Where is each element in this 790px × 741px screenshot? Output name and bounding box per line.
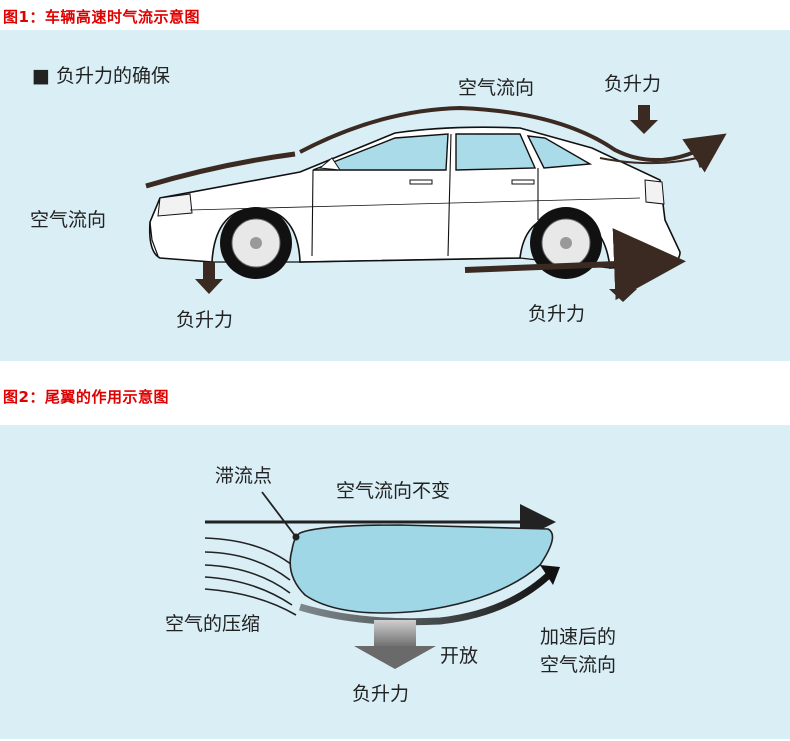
figure1-subtitle: ■ 负升力的确保 — [32, 65, 170, 87]
car-illustration — [148, 126, 681, 279]
figure2-panel: 滞流点 空气流向不变 空气的压缩 开放 负升力 加速后的 空气流向 — [0, 425, 790, 739]
opening-label: 开放 — [440, 645, 478, 667]
compression-lines — [204, 537, 297, 616]
downforce-label-rear: 负升力 — [528, 303, 585, 325]
stagnation-point-label: 滞流点 — [215, 465, 272, 487]
figure2-caption: 图2：尾翼的作用示意图 — [3, 388, 169, 406]
downforce-label-top: 负升力 — [604, 73, 661, 95]
car-airflow-diagram: ■ 负升力的确保 — [30, 65, 727, 331]
stagnation-pointer-line — [261, 491, 297, 538]
accelerated-airflow-arrow — [298, 569, 555, 626]
figure1-panel: ■ 负升力的确保 — [0, 30, 790, 361]
accelerated-airflow-arrowhead — [540, 565, 560, 585]
downforce-arrow-front — [195, 262, 223, 294]
airflow-rear-arrow — [599, 149, 716, 169]
airflow-hood-arrow — [145, 151, 296, 189]
airflow-label-front: 空气流向 — [30, 209, 106, 231]
airflow-roof-arrow — [299, 105, 727, 173]
downforce-arrow-rear — [609, 274, 637, 302]
accelerated-airflow-label-line2: 空气流向 — [540, 654, 616, 676]
downforce-arrow — [354, 620, 436, 669]
downforce-label: 负升力 — [352, 683, 409, 705]
downforce-arrow-top — [630, 105, 658, 134]
front-wheel — [220, 207, 292, 279]
airflow-unchanged-label: 空气流向不变 — [336, 480, 450, 502]
downforce-label-front: 负升力 — [176, 309, 233, 331]
figure1-caption: 图1：车辆高速时气流示意图 — [3, 8, 200, 26]
rear-wing-profile — [289, 524, 554, 614]
stagnation-point-dot — [292, 533, 300, 541]
airflow-label-top: 空气流向 — [458, 77, 534, 99]
wing-airflow-diagram: 滞流点 空气流向不变 空气的压缩 开放 负升力 加速后的 空气流向 — [165, 465, 616, 705]
accelerated-airflow-label-line1: 加速后的 — [540, 626, 616, 648]
air-compression-label: 空气的压缩 — [165, 613, 260, 635]
rear-wheel — [530, 207, 602, 279]
airflow-under-arrow — [464, 228, 686, 301]
